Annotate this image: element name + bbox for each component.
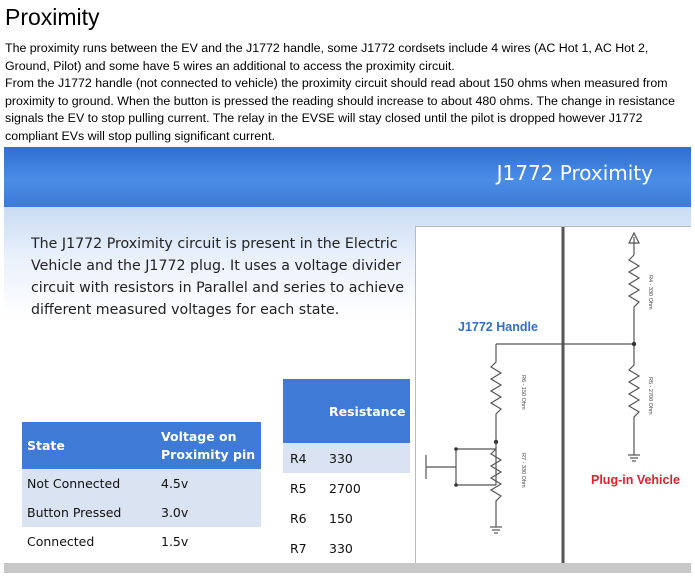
resistor-value: 150 <box>322 503 410 533</box>
r4-label: R4 - 330 Ohm <box>647 275 653 310</box>
circuit-diagram-svg: J1772 Handle Plug-in Vehicle R4 - 330 Oh… <box>425 227 680 573</box>
table-row: R5 2700 <box>283 473 410 503</box>
slide-intro-text: The J1772 Proximity circuit is present i… <box>31 236 405 318</box>
supply-arrow-icon <box>628 231 640 244</box>
state-table: State Voltage on Proximity pin Not Conne… <box>22 422 261 556</box>
resistor-id: R7 <box>283 533 322 563</box>
resistor-r4 <box>627 254 641 357</box>
table-row: Connected 1.5v <box>22 527 261 556</box>
proximity-slide: J1772 Proximity The J1772 Proximity circ… <box>4 147 691 573</box>
slide-title: J1772 Proximity <box>496 161 653 185</box>
resistor-id: R4 <box>283 443 322 473</box>
vehicle-label: Plug-in Vehicle <box>591 473 680 487</box>
paragraph-resistance: From the J1772 handle (not connected to … <box>5 76 675 143</box>
state-header: State <box>22 422 156 469</box>
resistor-value: 330 <box>322 533 410 563</box>
circuit-diagram: J1772 Handle Plug-in Vehicle R4 - 330 Oh… <box>415 226 691 573</box>
slide-header <box>4 147 691 207</box>
table-row: Not Connected 4.5v <box>22 469 261 498</box>
resistor-id: R5 <box>283 473 322 503</box>
document-body: The proximity runs between the EV and th… <box>5 40 693 146</box>
r6-label: R6 - 150 Ohm <box>520 375 526 410</box>
resistance-table-header: Resistance <box>283 379 410 443</box>
voltage-cell: 1.5v <box>156 527 261 556</box>
resistor-value: 330 <box>322 443 410 473</box>
resistance-table: Resistance R4 330 R5 2700 R6 150 R7 330 <box>283 379 410 563</box>
voltage-cell: 4.5v <box>156 469 261 498</box>
voltage-cell: 3.0v <box>156 498 261 527</box>
state-table-header: State Voltage on Proximity pin <box>22 422 261 469</box>
slide-bottom-bar <box>4 563 691 573</box>
state-cell: Not Connected <box>22 469 156 498</box>
state-cell: Connected <box>22 527 156 556</box>
table-row: Button Pressed 3.0v <box>22 498 261 527</box>
handle-label: J1772 Handle <box>458 320 538 334</box>
resistor-r5 <box>627 357 641 455</box>
r5-label: R5 - 2700 Ohm <box>647 377 653 415</box>
resistor-id: R6 <box>283 503 322 533</box>
resistor-value: 2700 <box>322 473 410 503</box>
table-row: R6 150 <box>283 503 410 533</box>
r7-label: R7 - 330 Ohm <box>520 453 526 488</box>
resistor-r6 <box>489 344 503 442</box>
table-row: R7 330 <box>283 533 410 563</box>
voltage-header: Voltage on Proximity pin <box>156 422 261 469</box>
state-cell: Button Pressed <box>22 498 156 527</box>
resistance-header: Resistance <box>322 379 410 443</box>
page-title: Proximity <box>5 4 100 30</box>
table-row: R4 330 <box>283 443 410 473</box>
paragraph-4-5-wires: The proximity runs between the EV and th… <box>5 41 649 73</box>
